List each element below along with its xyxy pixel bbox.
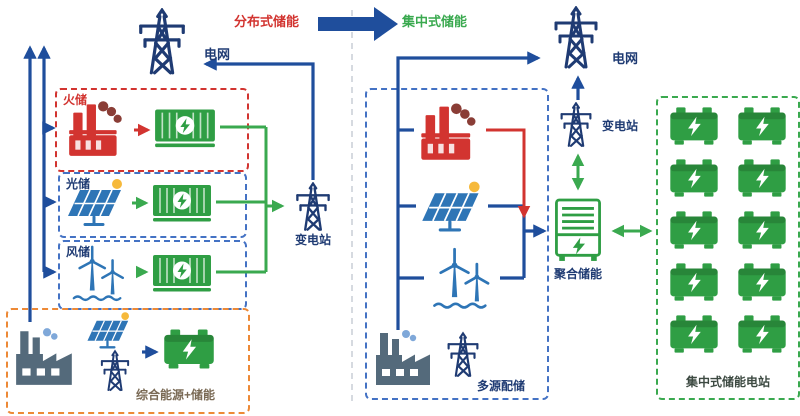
storage-unit-icon (666, 208, 722, 252)
multi-source-label: 多源配储 (476, 379, 525, 393)
solar-storage-group: 光储 (58, 172, 247, 238)
integrated-factory-icon (12, 320, 78, 392)
right-grid-tower-icon (544, 6, 608, 70)
right-factory-icon (372, 324, 436, 390)
wind-storage-container-icon (150, 248, 214, 296)
left-substation-icon (288, 182, 338, 232)
aggregated-storage-rack-icon (548, 196, 608, 264)
right-wind-turbine-icon (426, 244, 498, 312)
solar-storage-container-icon (150, 178, 214, 226)
integrated-solar-icon (84, 310, 134, 350)
thermal-plant-icon (64, 94, 130, 160)
aggregated-storage-label: 聚合储能 (553, 267, 602, 281)
storage-unit-icon (734, 156, 790, 200)
solar-panel-icon (64, 176, 128, 228)
wind-storage-label: 风储 (66, 245, 91, 259)
integrated-energy-group: 综合能源+储能 (6, 308, 250, 414)
storage-unit-icon (734, 260, 790, 304)
storage-unit-icon (666, 104, 722, 148)
integrated-battery-icon (160, 326, 218, 372)
right-small-tower-icon (440, 328, 486, 382)
centralized-station-label: 集中式储能电站 (685, 375, 770, 389)
solar-storage-label: 光储 (66, 177, 91, 191)
right-substation-label: 变电站 (602, 119, 639, 133)
storage-unit-icon (734, 312, 790, 356)
transition-arrow (318, 7, 398, 41)
thermal-storage-container-icon (152, 102, 218, 152)
integrated-tower-icon (94, 346, 136, 396)
right-thermal-plant-icon (416, 96, 484, 164)
right-substation-icon (552, 102, 600, 148)
storage-unit-icon (734, 208, 790, 252)
storage-unit-icon (666, 312, 722, 356)
storage-unit-icon (666, 260, 722, 304)
left-grid-tower-icon (128, 8, 196, 76)
centralized-station-group: 集中式储能电站 (656, 96, 800, 400)
storage-unit-icon (734, 104, 790, 148)
storage-unit-icon (666, 156, 722, 200)
wind-turbine-icon (66, 242, 132, 304)
centralized-header-label: 集中式储能 (402, 14, 468, 29)
integrated-energy-label: 综合能源+储能 (136, 388, 216, 402)
thermal-storage-label: 火储 (63, 93, 88, 107)
distributed-header-label: 分布式储能 (234, 14, 300, 29)
left-substation-label: 变电站 (294, 233, 331, 247)
right-grid-label: 电网 (612, 51, 639, 66)
left-grid-label: 电网 (204, 47, 231, 62)
right-solar-panel-icon (418, 178, 486, 234)
